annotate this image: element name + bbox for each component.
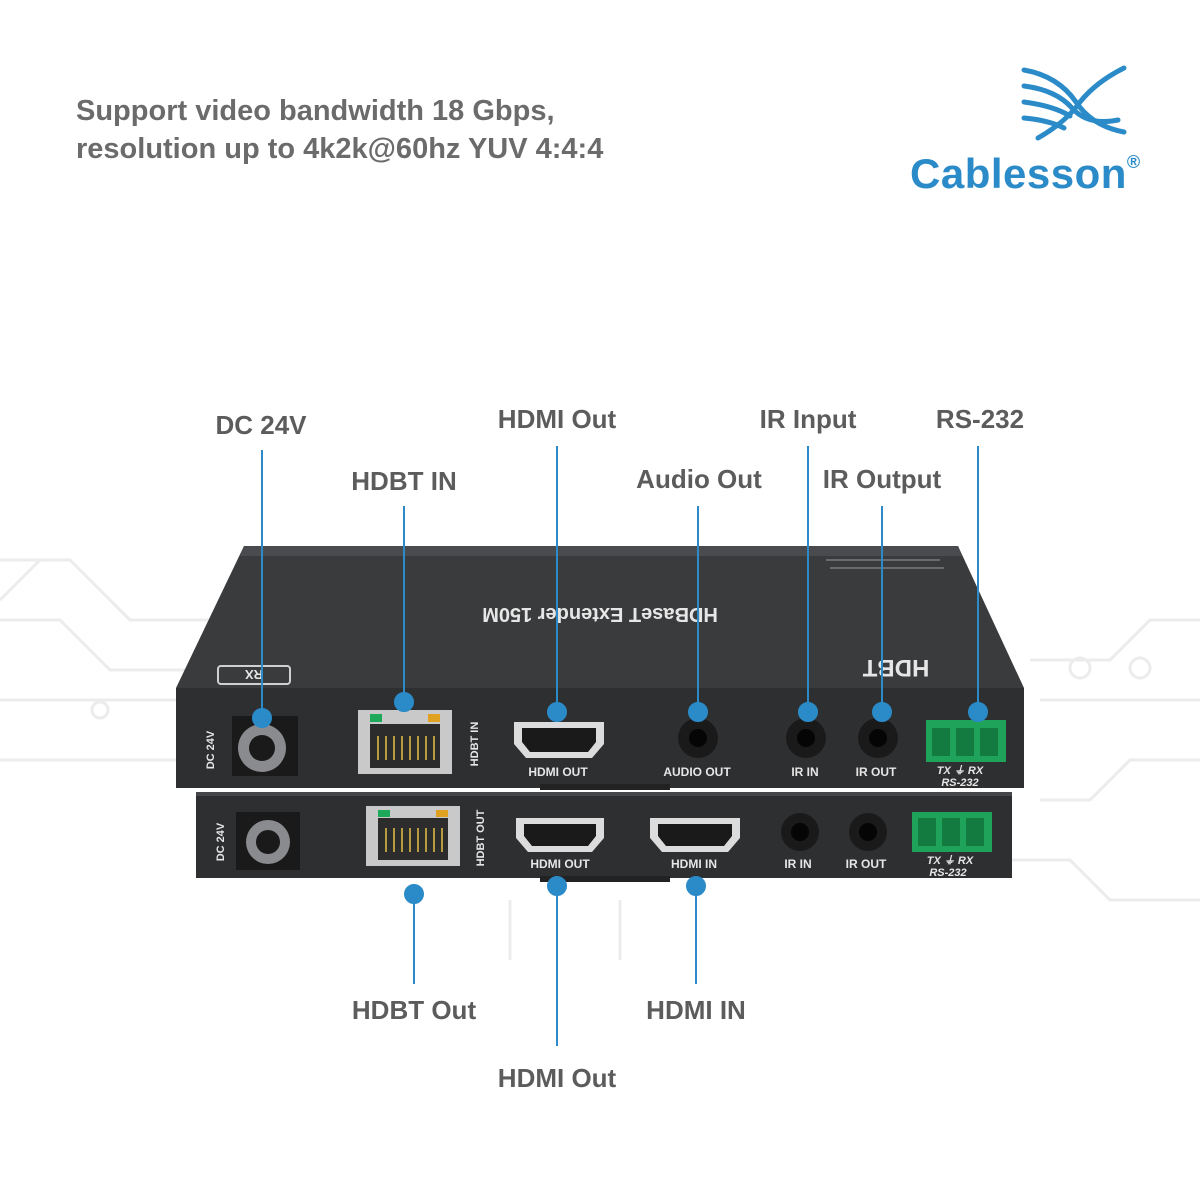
callout-hdbt-in: HDBT IN	[351, 466, 457, 496]
brand-word: Cablesson	[910, 150, 1127, 197]
callout-hdmi-in: HDMI IN	[646, 995, 746, 1025]
receiver-audio-label: AUDIO OUT	[663, 765, 731, 779]
registered-mark: ®	[1126, 152, 1141, 172]
brand-name: Cablesson®	[910, 150, 1141, 198]
callout-hdbt-out: HDBT Out	[351, 995, 477, 1025]
rx-badge: RX	[245, 667, 263, 682]
receiver-ir-out-label: IR OUT	[856, 765, 897, 779]
receiver-ir-in-label: IR IN	[791, 765, 818, 779]
rx-badge-box	[217, 665, 291, 685]
receiver-serial-pins: TX ⏚ RX	[937, 765, 984, 777]
transmitter-dc-label: DC 24V	[215, 822, 227, 861]
transmitter-unit: DC 24V HDBT OUT HDMI OUT HDMI IN IR IN I…	[196, 792, 1012, 882]
callout-dc-24v: DC 24V	[215, 410, 307, 440]
receiver-hdmi-out-label: HDMI OUT	[528, 765, 588, 779]
headline: Support video bandwidth 18 Gbps, resolut…	[76, 92, 603, 168]
receiver-hdbt-label: HDBT IN	[469, 722, 481, 767]
transmitter-hdbt-label: HDBT OUT	[475, 809, 487, 866]
receiver-serial-label: RS-232	[941, 777, 978, 789]
callout-rs-232: RS-232	[935, 404, 1025, 434]
callout-ir-input: IR Input	[759, 404, 857, 434]
hdbt-logo: HDBT	[862, 654, 929, 681]
receiver-top-surface	[176, 546, 1024, 688]
receiver-top-highlight	[240, 546, 962, 556]
transmitter-hdmi-out-label: HDMI OUT	[530, 857, 590, 871]
transmitter-ir-in-label: IR IN	[784, 857, 811, 871]
callout-hdmi-out-bottom: HDMI Out	[497, 1063, 617, 1093]
callout-hdmi-out-top: HDMI Out	[497, 404, 617, 434]
callout-ir-output: IR Output	[822, 464, 942, 494]
headline-line-2: resolution up to 4k2k@60hz YUV 4:4:4	[76, 133, 604, 165]
leader-lines-bottom	[404, 876, 706, 1046]
transmitter-ir-out-label: IR OUT	[846, 857, 887, 871]
cablesson-logo-icon	[1021, 65, 1127, 141]
transmitter-serial-label: RS-232	[929, 867, 966, 879]
callout-audio-out: Audio Out	[636, 464, 762, 494]
transmitter-serial-pins: TX ⏚ RX	[927, 855, 974, 867]
receiver-dc-label: DC 24V	[205, 730, 217, 769]
transmitter-hdmi-in-label: HDMI IN	[671, 857, 717, 871]
receiver-unit: HDBaseT Extender 150M HDBT RX DC 24V HDB…	[176, 546, 1024, 790]
leader-lines-top	[252, 446, 988, 728]
circuit-background	[0, 558, 1200, 960]
extender-model-label: HDBaseT Extender 150M	[482, 603, 718, 625]
headline-line-1: Support video bandwidth 18 Gbps,	[76, 95, 555, 127]
